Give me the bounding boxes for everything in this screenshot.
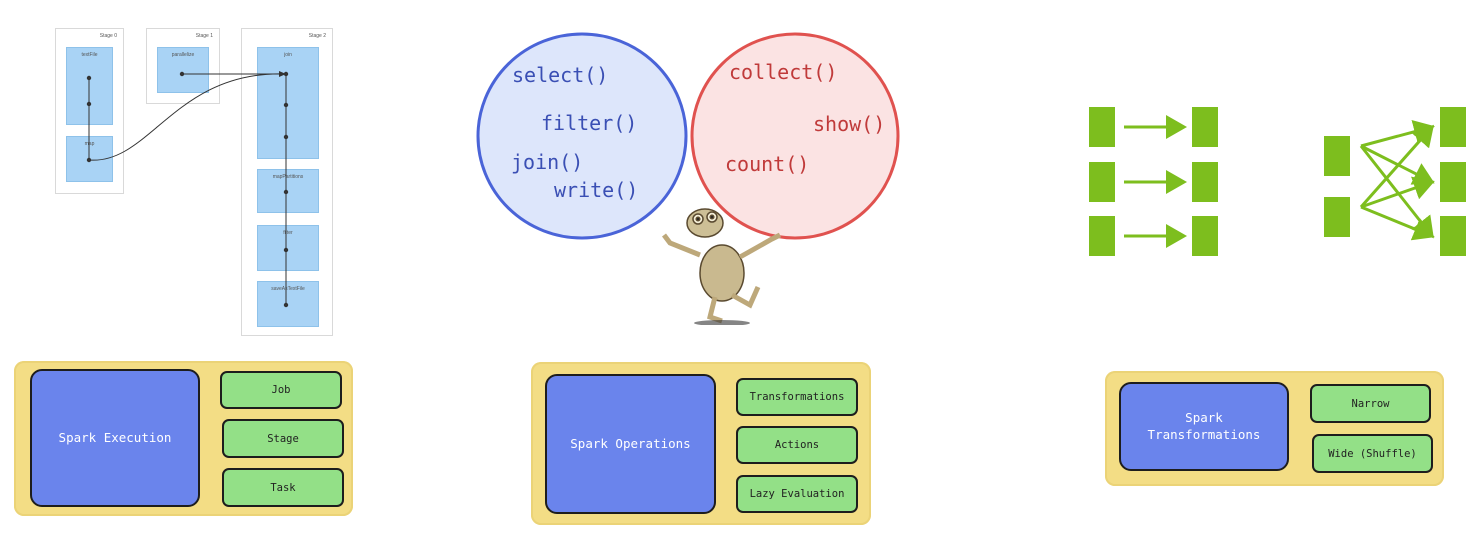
spark-operations-box: Spark Operations <box>545 374 716 514</box>
narrow-target-2 <box>1192 162 1218 202</box>
actions-pill: Actions <box>736 426 858 464</box>
narrow-source-2 <box>1089 162 1115 202</box>
op-parallelize-label: parallelize <box>171 52 195 58</box>
dag-edges <box>86 71 289 308</box>
stage-0-label: Stage 0 <box>99 33 117 39</box>
action-count: count() <box>725 152 810 176</box>
wide-shuffle-pill: Wide (Shuffle) <box>1312 434 1433 473</box>
job-pill: Job <box>220 371 342 409</box>
spark-execution-box: Spark Execution <box>30 369 200 507</box>
dependency-arrows <box>1124 115 1435 248</box>
op-join-label: join <box>284 52 292 58</box>
action-collect: collect() <box>729 60 838 84</box>
narrow-target-3 <box>1192 216 1218 256</box>
dag-visualization: Stage 0 textFile map Stage 1 parallelize… <box>0 0 340 340</box>
stage-2-box: Stage 2 join mapPartitions filter saveAs… <box>241 28 333 336</box>
operations-panel: Spark Operations Transformations Actions… <box>531 362 871 525</box>
op-join: join <box>257 47 319 159</box>
narrow-pill: Narrow <box>1310 384 1431 423</box>
op-filter-label: filter <box>283 230 293 236</box>
transformation-write: write() <box>554 178 639 202</box>
stage-1-box: Stage 1 parallelize <box>146 28 220 104</box>
op-textfile-label: textFile <box>81 52 98 58</box>
wide-source-1 <box>1324 136 1350 176</box>
wide-target-2 <box>1440 162 1466 202</box>
narrow-source-1 <box>1089 107 1115 147</box>
transformations-pill: Transformations <box>736 378 858 416</box>
op-mappartitions-label: mapPartitions <box>272 174 304 180</box>
stage-pill: Stage <box>222 419 344 458</box>
action-show: show() <box>813 112 886 136</box>
transformation-join: join() <box>511 150 584 174</box>
op-saveastextfile-label: saveAsTextFile <box>271 286 305 292</box>
op-filter: filter <box>257 225 319 271</box>
actions-circle <box>690 32 900 240</box>
stage-1-label: Stage 1 <box>195 33 213 39</box>
sloth-illustration <box>662 208 782 325</box>
execution-panel: Spark Execution Job Stage Task <box>14 361 353 516</box>
transformation-filter: filter() <box>541 111 638 135</box>
transformations-panel: Spark Transformations Narrow Wide (Shuff… <box>1105 371 1444 486</box>
lazy-evaluation-pill: Lazy Evaluation <box>736 475 858 513</box>
narrow-source-3 <box>1089 216 1115 256</box>
stage-2-label: Stage 2 <box>308 33 326 39</box>
spark-transformations-box: Spark Transformations <box>1119 382 1289 471</box>
task-pill: Task <box>222 468 344 507</box>
transformation-select: select() <box>512 63 609 87</box>
narrow-target-1 <box>1192 107 1218 147</box>
op-parallelize: parallelize <box>157 47 209 93</box>
wide-target-3 <box>1440 216 1466 256</box>
op-mappartitions: mapPartitions <box>257 169 319 213</box>
wide-source-2 <box>1324 197 1350 237</box>
op-saveastextfile: saveAsTextFile <box>257 281 319 327</box>
transformations-circle <box>476 32 688 240</box>
wide-target-1 <box>1440 107 1466 147</box>
operations-circles <box>476 32 900 240</box>
